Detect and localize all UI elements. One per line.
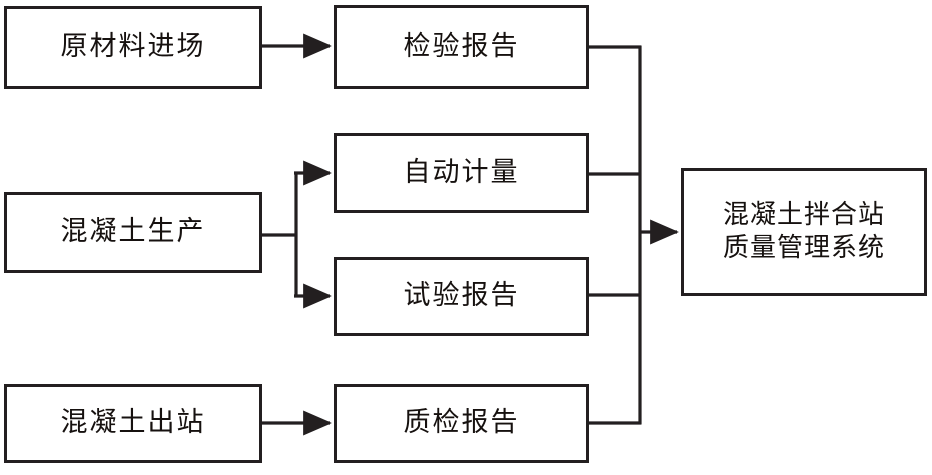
node-quality-inspection-report[interactable]: 质检报告 [334, 384, 589, 463]
node-quality-inspection-report-label: 质检报告 [403, 407, 520, 439]
node-test-report-label: 试验报告 [403, 280, 520, 312]
node-concrete-production[interactable]: 混凝土生产 [4, 192, 262, 273]
node-test-report[interactable]: 试验报告 [334, 257, 589, 336]
node-quality-management-system[interactable]: 混凝土拌合站 质量管理系统 [681, 168, 927, 296]
node-inspection-report-label: 检验报告 [403, 30, 520, 62]
node-auto-metering-label: 自动计量 [403, 156, 520, 188]
node-concrete-dispatch-label: 混凝土出站 [60, 407, 206, 439]
node-concrete-dispatch[interactable]: 混凝土出站 [4, 384, 262, 463]
node-raw-material[interactable]: 原材料进场 [4, 6, 262, 89]
node-quality-management-system-label: 混凝土拌合站 质量管理系统 [722, 199, 885, 263]
node-inspection-report[interactable]: 检验报告 [334, 5, 589, 89]
node-concrete-production-label: 混凝土生产 [60, 216, 206, 248]
node-auto-metering[interactable]: 自动计量 [334, 133, 589, 213]
node-raw-material-label: 原材料进场 [60, 31, 206, 63]
